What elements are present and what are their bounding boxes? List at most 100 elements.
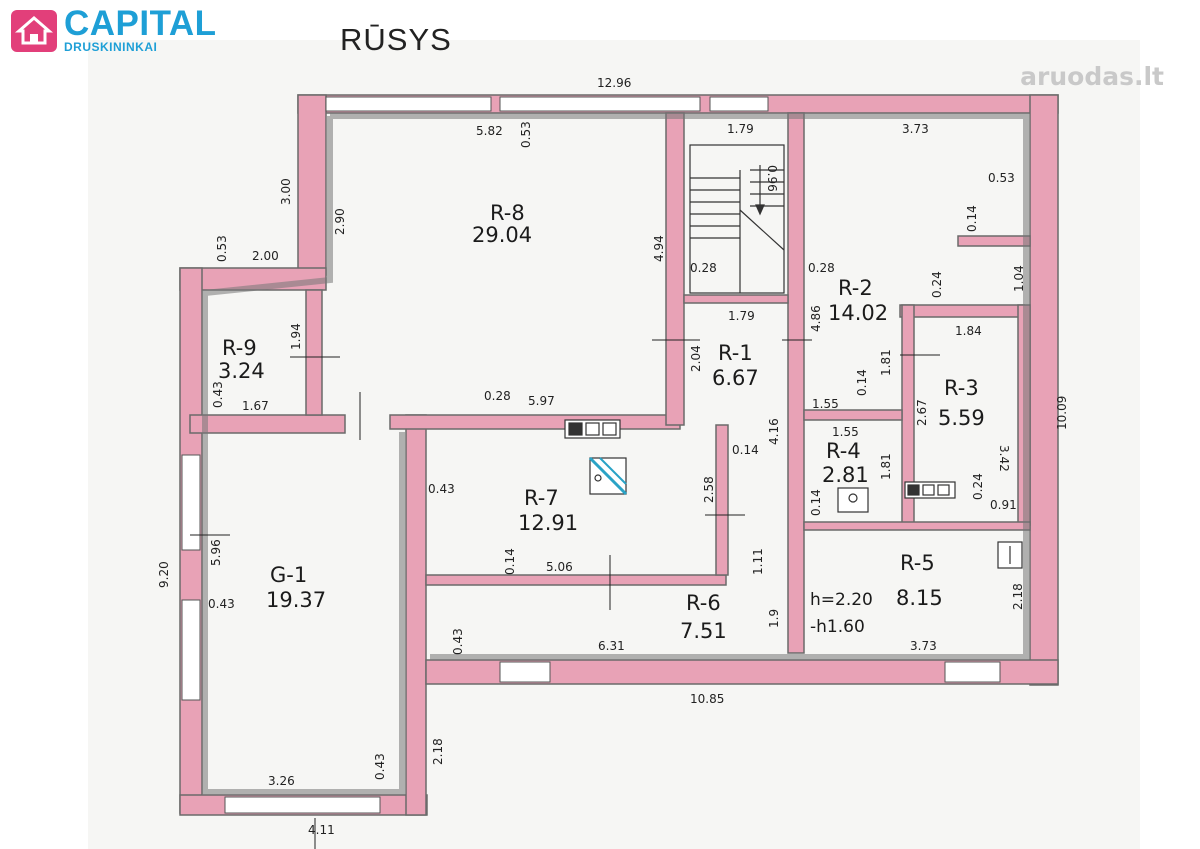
dim-r3-181: 1.81 <box>879 349 893 376</box>
wall-r7-bottom <box>425 574 727 586</box>
room-name-r8: R-8 <box>490 201 525 225</box>
dim-bottom-411: 4.11 <box>308 823 335 837</box>
room-name-r1: R-1 <box>718 341 753 365</box>
window-top-3 <box>709 96 769 112</box>
window-bottom-garage <box>224 796 381 814</box>
wall-r4-top <box>803 409 903 421</box>
dim-r3-267: 2.67 <box>915 399 929 426</box>
dim-g1-043: 0.43 <box>208 597 235 611</box>
dim-g1-596: 5.96 <box>209 539 223 566</box>
dim-r7-506: 5.06 <box>546 560 573 574</box>
tick-marks <box>190 339 940 610</box>
dim-stair-height: 0.96 <box>765 165 779 192</box>
dim-r1-416: 4.16 <box>767 418 781 445</box>
room-name-r6: R-6 <box>686 591 721 615</box>
dim-r5-218: 2.18 <box>1011 583 1025 610</box>
dim-r8-wall: 0.53 <box>519 121 533 148</box>
wall-upper-left-step <box>297 94 327 276</box>
plan-paper <box>88 40 1140 849</box>
dim-g1-043b: 0.43 <box>373 753 387 780</box>
window-left-1 <box>181 454 201 551</box>
wall-stair-bottom <box>683 294 789 304</box>
dim-right-104: 1.04 <box>1012 265 1026 292</box>
windows <box>181 96 1001 814</box>
room-area-r3: 5.59 <box>938 406 985 430</box>
window-top-1 <box>325 96 492 112</box>
dim-r3-091: 0.91 <box>990 498 1017 512</box>
dim-r1-179: 1.79 <box>728 309 755 323</box>
dim-r7-014b: 0.14 <box>503 548 517 575</box>
dim-r6-631: 6.31 <box>598 639 625 653</box>
dim-r2-width: 3.73 <box>902 122 929 136</box>
wall-r8-bottom <box>389 414 681 430</box>
fixtures <box>564 419 1023 569</box>
room-name-r4: R-4 <box>826 439 861 463</box>
dim-r7-014: 0.14 <box>732 443 759 457</box>
dim-r1-486: 4.86 <box>809 305 823 332</box>
wall-garage-right <box>405 414 427 816</box>
dim-r1-204: 2.04 <box>689 345 703 372</box>
house-logo-icon <box>11 10 57 52</box>
dim-left-920: 9.20 <box>157 561 171 588</box>
dim-r4-014b: 0.14 <box>809 489 823 516</box>
window-bottom-2 <box>944 661 1001 683</box>
room-area-r8: 29.04 <box>472 223 532 247</box>
dim-r1-028: 0.28 <box>690 261 717 275</box>
room-area-r4: 2.81 <box>822 463 869 487</box>
dim-g1-218: 2.18 <box>431 738 445 765</box>
dim-right-1009: 10.09 <box>1055 396 1069 430</box>
dim-r8-side: 4.94 <box>652 235 666 262</box>
room-labels: R-8 29.04 R-9 3.24 R-1 6.67 R-2 14.02 R-… <box>218 201 985 643</box>
walls <box>179 94 1059 816</box>
room-area-g1: 19.37 <box>266 588 326 612</box>
room-area-r6: 7.51 <box>680 619 727 643</box>
room-name-r7: R-7 <box>524 486 559 510</box>
dim-r8-width: 5.82 <box>476 124 503 138</box>
wall-r3-top <box>899 304 1025 318</box>
dim-r4-181: 1.81 <box>879 453 893 480</box>
wall-r5-top <box>803 521 1031 531</box>
dim-r2-niche: 0.53 <box>988 171 1015 185</box>
dim-g1-326: 3.26 <box>268 774 295 788</box>
page-title: RŪSYS <box>340 22 452 57</box>
room-area-r2: 14.02 <box>828 301 888 325</box>
dim-r9-167: 1.67 <box>242 399 269 413</box>
window-bottom-1 <box>499 661 551 683</box>
dim-stair-width: 1.79 <box>727 122 754 136</box>
brand-logo[interactable]: CAPITAL DRUSKININKAI <box>10 4 217 54</box>
dim-r3-342: 3.42 <box>997 445 1011 472</box>
dim-r2-wall: 0.14 <box>965 205 979 232</box>
room-name-r5: R-5 <box>900 551 935 575</box>
dim-left-3: 3.00 <box>279 178 293 205</box>
height-note-2: -h1.60 <box>810 617 865 637</box>
room-name-r2: R-2 <box>838 276 873 300</box>
dim-r6-043: 0.43 <box>451 628 465 655</box>
wall-r7-right <box>715 424 729 576</box>
logo-name: CAPITAL <box>64 4 217 43</box>
room-area-r1: 6.67 <box>712 366 759 390</box>
dim-r7-258: 2.58 <box>702 476 716 503</box>
wall-right <box>1029 94 1059 686</box>
dim-r7-043: 0.43 <box>428 482 455 496</box>
wall-garage-top <box>189 414 346 434</box>
stair-outline <box>689 144 785 294</box>
window-top-2 <box>499 96 701 112</box>
dim-r9-194: 1.94 <box>289 323 303 350</box>
wall-r8-right <box>665 112 685 426</box>
dim-r3-024: 0.24 <box>971 473 985 500</box>
watermark: aruodas.lt <box>1020 62 1164 91</box>
wall-r9-right <box>305 289 323 416</box>
wall-r1-right <box>787 112 805 654</box>
room-area-r9: 3.24 <box>218 359 265 383</box>
dim-r2-028: 0.28 <box>808 261 835 275</box>
dim-r1-111: 1.11 <box>751 548 765 575</box>
dim-r4-155a: 1.55 <box>812 397 839 411</box>
dim-r3-184: 1.84 <box>955 324 982 338</box>
dim-r4-155b: 1.55 <box>832 425 859 439</box>
room-area-r7: 12.91 <box>518 511 578 535</box>
dimension-labels: 12.96 5.82 0.53 1.79 0.96 3.73 0.53 0.14… <box>157 76 1069 837</box>
dim-bottom-1085: 10.85 <box>690 692 724 706</box>
inner-wall-edge <box>202 113 1029 795</box>
height-note-1: h=2.20 <box>810 590 873 610</box>
